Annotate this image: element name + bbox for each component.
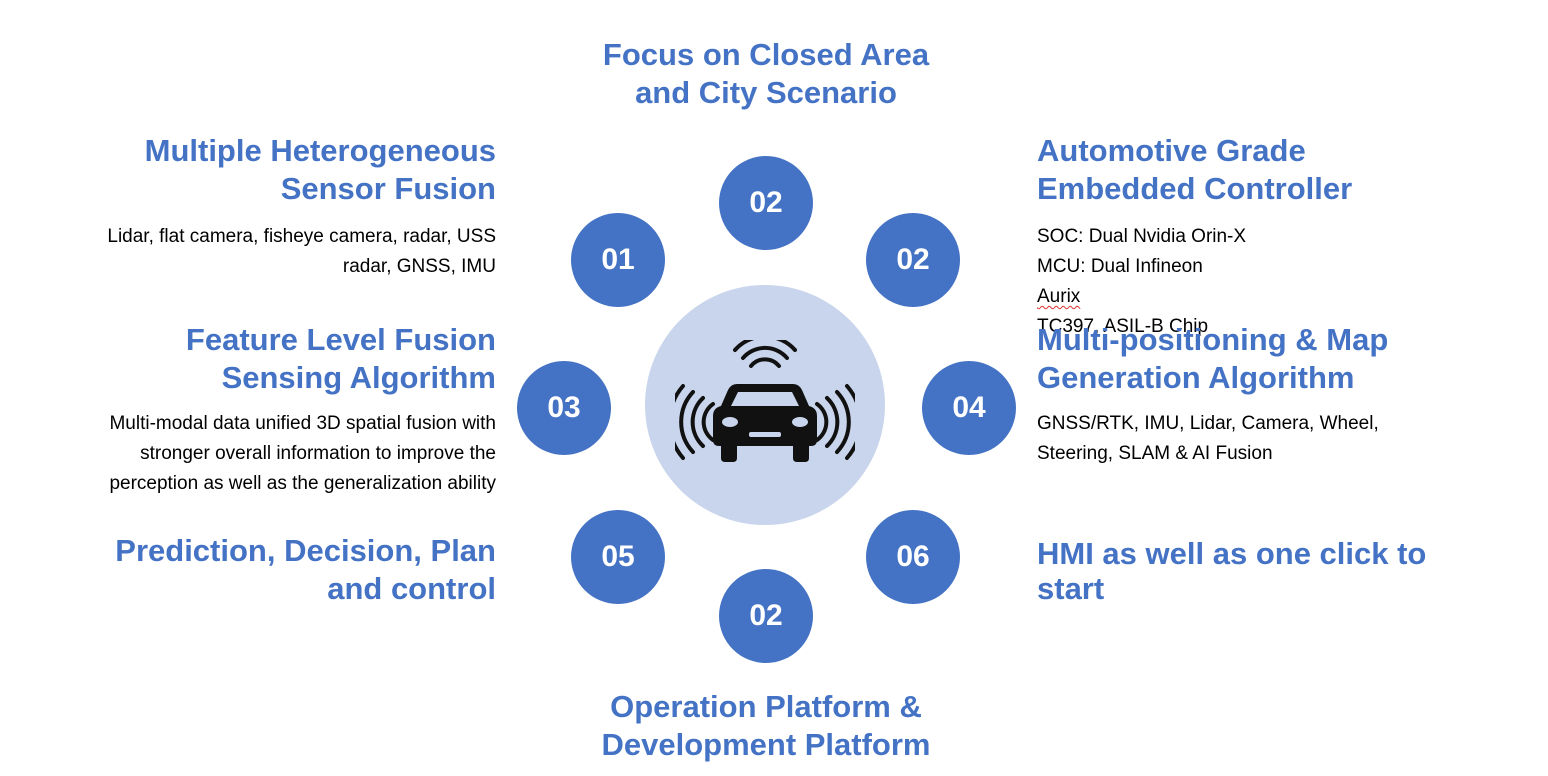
top-heading-line1: Focus on Closed Area [602, 37, 930, 72]
left-heading-1-line2: Sensor Fusion [280, 171, 496, 206]
left-heading-2-line2: Sensing Algorithm [221, 360, 496, 395]
right-desc-2-line1: GNSS/RTK, IMU, Lidar, Camera, Wheel, [1037, 413, 1379, 434]
right-heading-3: HMI as well as one click to start [1037, 536, 1517, 606]
bottom-heading-line2: Development Platform [601, 727, 931, 762]
left-desc-2-line1: Multi-modal data unified 3D spatial fusi… [109, 413, 496, 434]
badge-upper-left: 01 [571, 213, 665, 307]
spellcheck-flagged-word: Aurix [1037, 286, 1081, 307]
right-heading-1-line1: Automotive Grade [1037, 133, 1306, 168]
badge-lower-right: 06 [866, 510, 960, 604]
top-heading: Focus on Closed Area and City Scenario [566, 36, 966, 112]
left-heading-3: Prediction, Decision, Plan and control [40, 532, 496, 608]
right-desc-1-line2: MCU: Dual Infineon Aurix TC397, ASIL-B C… [1037, 252, 1537, 342]
left-heading-2: Feature Level Fusion Sensing Algorithm [40, 321, 496, 397]
badge-mid-left: 03 [517, 361, 611, 455]
right-desc-2-line2: Steering, SLAM & AI Fusion [1037, 443, 1273, 464]
bottom-heading-line1: Operation Platform & [610, 689, 922, 724]
autonomous-car-icon [675, 340, 855, 462]
left-heading-2-line1: Feature Level Fusion [185, 322, 496, 357]
left-heading-3-line2: and control [327, 571, 496, 606]
right-desc-1: SOC: Dual Nvidia Orin-X MCU: Dual Infine… [1037, 222, 1537, 342]
right-desc-1-line2-post: TC397, ASIL-B Chip [1037, 316, 1209, 337]
left-desc-2-line2: stronger overall information to improve … [140, 443, 496, 464]
left-heading-1: Multiple Heterogeneous Sensor Fusion [40, 132, 496, 208]
badge-lower-left: 05 [571, 510, 665, 604]
left-desc-1-line2: radar, GNSS, IMU [342, 256, 496, 277]
left-desc-1: Lidar, flat camera, fisheye camera, rada… [20, 222, 496, 282]
right-desc-1-line2-pre: MCU: Dual Infineon [1037, 256, 1203, 277]
left-desc-2: Multi-modal data unified 3D spatial fusi… [20, 409, 496, 499]
badge-upper-right: 02 [866, 213, 960, 307]
right-desc-2: GNSS/RTK, IMU, Lidar, Camera, Wheel, Ste… [1037, 409, 1537, 469]
left-desc-1-line1: Lidar, flat camera, fisheye camera, rada… [107, 226, 496, 247]
right-heading-3-line1: HMI as well as one click to [1037, 536, 1427, 571]
left-desc-2-line3: perception as well as the generalization… [109, 473, 496, 494]
right-desc-1-line1: SOC: Dual Nvidia Orin-X [1037, 226, 1247, 247]
right-heading-2: Multi-positioning & Map Generation Algor… [1037, 321, 1517, 397]
left-heading-3-line1: Prediction, Decision, Plan [115, 533, 496, 568]
right-heading-1-line2: Embedded Controller [1037, 171, 1353, 206]
right-heading-2-line2: Generation Algorithm [1037, 360, 1355, 395]
right-heading-3-line2: start [1037, 571, 1105, 606]
right-heading-1: Automotive Grade Embedded Controller [1037, 132, 1517, 208]
badge-top: 02 [719, 156, 813, 250]
left-heading-1-line1: Multiple Heterogeneous [144, 133, 496, 168]
right-heading-2-line1: Multi-positioning & Map [1037, 322, 1389, 357]
top-heading-line2: and City Scenario [635, 75, 897, 110]
badge-mid-right: 04 [922, 361, 1016, 455]
badge-bottom: 02 [719, 569, 813, 663]
bottom-heading: Operation Platform & Development Platfor… [566, 688, 966, 764]
